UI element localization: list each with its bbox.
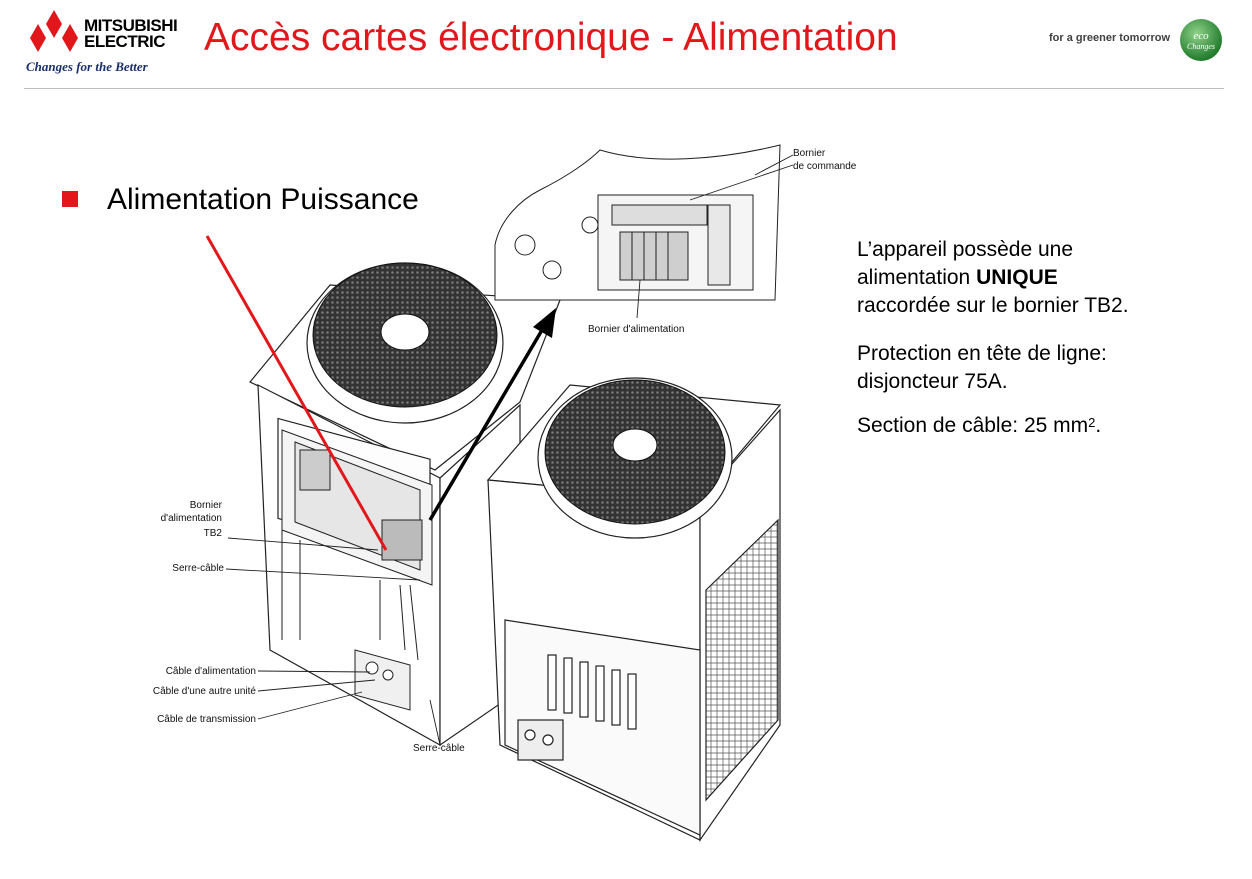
label-cable-transmission: Câble de transmission xyxy=(157,714,256,725)
brand-tagline: Changes for the Better xyxy=(26,59,148,74)
page-title: Accès cartes électronique - Alimentation xyxy=(204,16,898,59)
info-line-3: raccordée sur le bornier TB2. xyxy=(857,294,1129,317)
label-cable-autre-unite: Câble d'une autre unité xyxy=(153,686,257,697)
right-fan xyxy=(537,377,733,539)
protection-line-1: Protection en tête de ligne: xyxy=(857,342,1107,365)
terminal-block-inset xyxy=(494,144,781,301)
leader-lines xyxy=(225,154,794,746)
changes-badge-word: Changes xyxy=(1187,42,1215,51)
label-cable-alimentation: Câble d'alimentation xyxy=(166,666,256,677)
label-bornier-commande-1: Bornier xyxy=(793,148,826,159)
label-tb2-line2: d'alimentation xyxy=(161,513,222,524)
label-serre-cable-1: Serre-câble xyxy=(172,563,224,574)
bullet-square xyxy=(62,191,78,207)
label-bornier-alimentation-inset: Bornier d'alimentation xyxy=(588,324,684,335)
cable-section-exponent: 2 xyxy=(1088,415,1096,430)
cable-section-suffix: . xyxy=(1095,414,1102,437)
eco-slogan: for a greener tomorrow xyxy=(1049,32,1171,44)
three-diamonds-icon xyxy=(30,10,78,52)
label-serre-cable-2: Serre-câble xyxy=(413,743,465,754)
control-box xyxy=(281,429,433,661)
cable-entry-plate xyxy=(354,649,411,711)
brand-name-line1: MITSUBISHI xyxy=(84,16,178,35)
cable-section-text: Section de câble: 25 mm xyxy=(857,414,1089,437)
zoom-arrow xyxy=(428,308,556,521)
label-tb2-line3: TB2 xyxy=(204,528,223,539)
protection-line-2: disjoncteur 75A. xyxy=(857,370,1008,393)
eco-badge-word: eco xyxy=(1193,30,1209,42)
red-pointer-line xyxy=(205,235,388,551)
mitsubishi-logo: MITSUBISHI ELECTRIC Changes for the Bett… xyxy=(24,8,194,76)
bullet-heading: Alimentation Puissance xyxy=(107,183,419,216)
label-tb2-line1: Bornier xyxy=(190,500,223,511)
info-line-2: alimentation UNIQUE xyxy=(857,264,1058,292)
info-line-2-prefix: alimentation xyxy=(857,266,977,289)
left-fan xyxy=(306,262,504,424)
label-bornier-commande-2: de commande xyxy=(793,161,857,172)
header-divider xyxy=(24,88,1224,89)
eco-changes-logo: eco Changes xyxy=(1179,18,1223,62)
info-line-1: L’appareil possède une xyxy=(857,238,1074,261)
info-line-2-bold: UNIQUE xyxy=(976,266,1058,289)
cable-section-line: Section de câble: 25 mm2. xyxy=(857,412,1101,440)
brand-name-line2: ELECTRIC xyxy=(84,32,166,51)
